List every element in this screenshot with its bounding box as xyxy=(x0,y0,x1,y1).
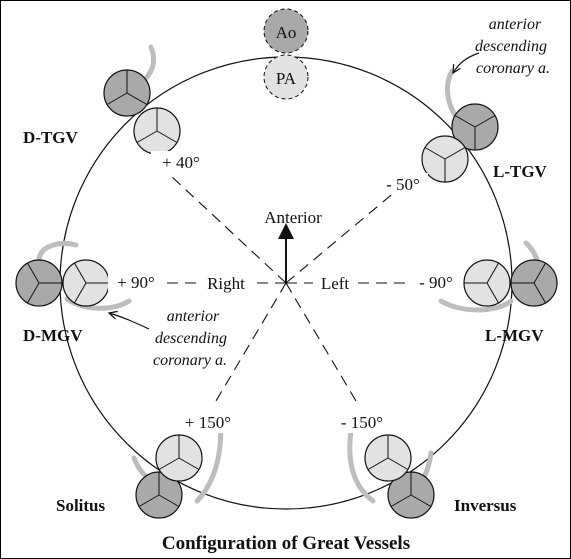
anterior-label: Anterior xyxy=(264,208,322,227)
line-minus-150 xyxy=(285,282,360,407)
line-minus-50 xyxy=(285,190,397,284)
angle-plus-40: + 40° xyxy=(162,153,200,172)
coronary-l-mgv-low xyxy=(438,298,514,313)
pa-reference-circle xyxy=(263,54,309,100)
pulmonary-artery-inversus xyxy=(364,434,412,482)
annotation-left-line-3: coronary a. xyxy=(153,352,227,369)
annotation-left-arrow xyxy=(109,313,150,330)
vessel-pairs xyxy=(15,69,558,519)
aorta-d-mgv xyxy=(15,259,63,307)
angle-plus-90: + 90° xyxy=(117,273,155,292)
aorta-l-mgv xyxy=(510,259,558,307)
annotation-left: anterior descending coronary a. xyxy=(109,308,227,369)
line-plus-150 xyxy=(212,282,287,407)
angle-minus-150: - 150° xyxy=(341,413,383,432)
pulmonary-artery-l-mgv xyxy=(463,259,511,307)
pa-reference-label: PA xyxy=(276,69,297,88)
aorta-inversus xyxy=(387,471,435,519)
annotation-top-right: anterior descending coronary a. xyxy=(453,16,550,77)
aorta-reference-label: Ao xyxy=(276,23,297,42)
coronary-inversus xyxy=(347,428,376,504)
annotation-top-line-3: coronary a. xyxy=(476,60,550,77)
aorta-d-tgv xyxy=(103,69,151,117)
coronary-d-mgv xyxy=(36,241,79,262)
reference-vessels: Ao PA xyxy=(263,8,309,100)
aorta-reference-circle xyxy=(263,8,309,54)
pulmonary-artery-d-mgv xyxy=(62,259,110,307)
right-label: Right xyxy=(207,274,245,293)
label-d-tgv: D-TGV xyxy=(23,128,79,147)
line-plus-40 xyxy=(170,175,287,284)
annotation-top-line-2: descending xyxy=(475,38,547,55)
label-l-tgv: L-TGV xyxy=(493,162,548,181)
pulmonary-artery-d-tgv xyxy=(133,107,181,155)
diagram-title: Configuration of Great Vessels xyxy=(162,533,410,554)
annotation-top-line-1: anterior xyxy=(489,16,542,33)
left-label: Left xyxy=(321,274,350,293)
label-d-mgv: D-MGV xyxy=(23,326,83,345)
angle-minus-50: - 50° xyxy=(386,175,420,194)
angle-minus-90: - 90° xyxy=(419,273,453,292)
pulmonary-artery-solitus xyxy=(155,434,203,482)
annotation-top-arrow xyxy=(453,52,480,73)
label-inversus: Inversus xyxy=(454,496,517,515)
pulmonary-artery-l-tgv xyxy=(421,135,469,183)
angle-plus-150: + 150° xyxy=(185,413,231,432)
annotation-left-line-2: descending xyxy=(155,330,227,347)
annotation-left-line-1: anterior xyxy=(167,308,220,325)
label-l-mgv: L-MGV xyxy=(485,326,544,345)
label-solitus: Solitus xyxy=(56,496,106,515)
aorta-solitus xyxy=(135,471,183,519)
aorta-l-tgv xyxy=(451,103,499,151)
